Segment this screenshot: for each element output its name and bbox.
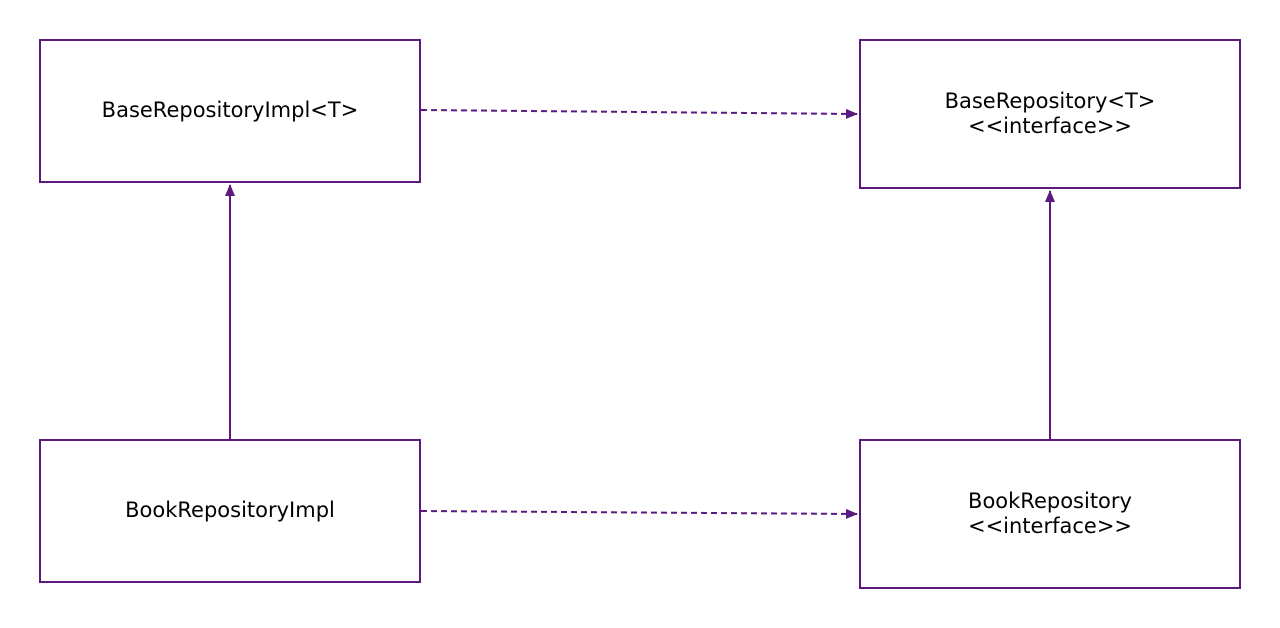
edge-book-impl-to-book-repo	[420, 508, 858, 519]
interface-box-base-repository[interactable]: BaseRepository<T> <<interface>>	[859, 39, 1241, 189]
edge-base-impl-to-base-repo	[420, 108, 858, 119]
interface-name: BookRepository	[968, 488, 1132, 513]
class-name: BaseRepositoryImpl<T>	[101, 98, 359, 123]
interface-stereotype: <<interface>>	[967, 114, 1133, 138]
interface-box-book-repository[interactable]: BookRepository <<interface>>	[859, 439, 1241, 589]
class-box-base-repository-impl[interactable]: BaseRepositoryImpl<T>	[39, 39, 421, 183]
class-box-book-repository-impl[interactable]: BookRepositoryImpl	[39, 439, 421, 583]
interface-name: BaseRepository<T>	[944, 88, 1156, 113]
interface-stereotype: <<interface>>	[967, 514, 1133, 538]
class-name: BookRepositoryImpl	[125, 498, 335, 523]
